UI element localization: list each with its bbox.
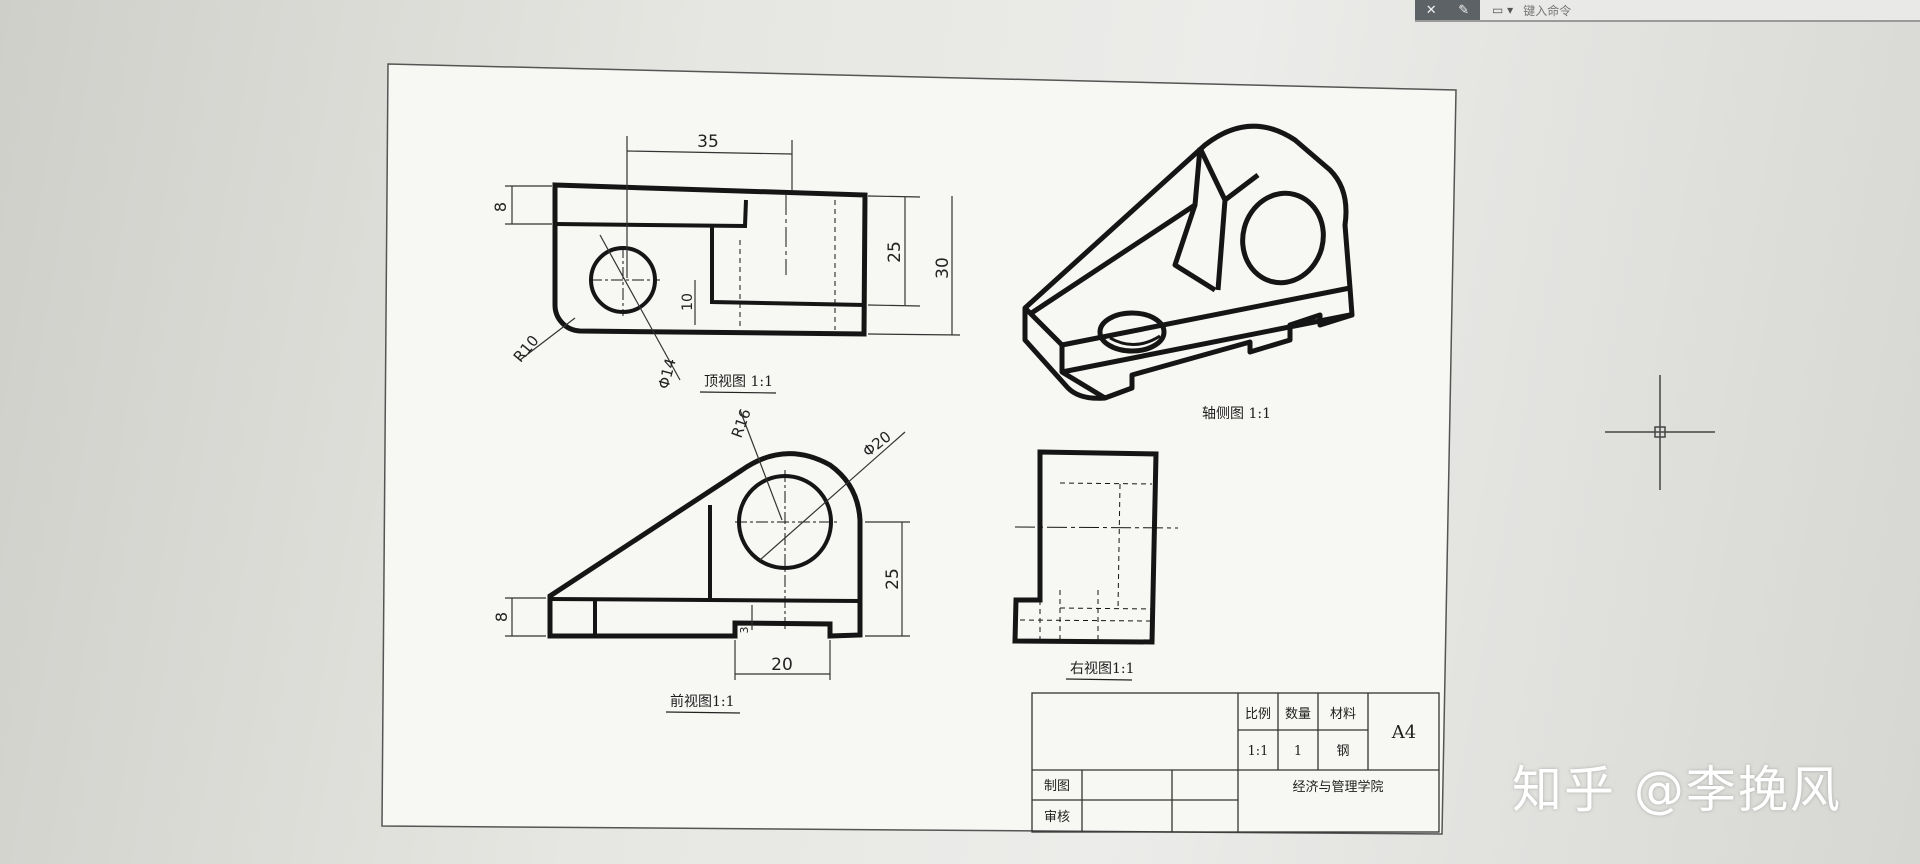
dim-top-10: 10: [680, 293, 696, 311]
iso-boss-top: [1223, 173, 1260, 202]
command-prompt-icon: ▭ ▾: [1492, 3, 1514, 17]
dim-front-8: 8: [492, 612, 511, 622]
right-view: [1012, 449, 1179, 645]
iso-base-side-edge: [1061, 312, 1351, 375]
tb-qty-value: 1: [1294, 744, 1302, 759]
top-view-step: [554, 199, 748, 229]
label-top-view: 顶视图 1:1: [704, 374, 773, 390]
tb-sheet-size: A4: [1391, 722, 1416, 743]
iso-rib-face: [1172, 204, 1217, 293]
right-hidden-bottom: [1059, 607, 1153, 610]
label-iso-view: 轴侧图 1:1: [1202, 406, 1271, 422]
tb-material-value: 钢: [1336, 744, 1349, 759]
watermark: 知乎 @李挽风: [1512, 761, 1842, 819]
close-icon[interactable]: ✕: [1425, 2, 1437, 18]
tb-drawn-by: 制图: [1044, 779, 1070, 794]
command-toolbar: ✕ ✎ ▭ ▾ 键入命令: [1415, 0, 1920, 22]
iso-base-hole-depth: [1109, 334, 1161, 346]
top-view-dimensions: [505, 136, 961, 381]
top-view-slot: [710, 226, 866, 307]
label-front-underline: [665, 711, 741, 714]
label-right-view: 右视图1:1: [1070, 661, 1135, 677]
iso-base-hole: [1097, 310, 1167, 354]
dim-top-30: 30: [933, 257, 953, 279]
wrench-icon[interactable]: ✎: [1458, 2, 1470, 18]
tb-checked-by: 审核: [1044, 810, 1070, 825]
tb-scale-value: 1:1: [1248, 744, 1269, 759]
iso-outline: [1022, 123, 1355, 401]
dim-front-20: 20: [771, 655, 793, 675]
top-view-dimension-text: 35 8 25 30 10 R10 Φ14: [491, 132, 953, 391]
dim-top-8: 8: [491, 202, 510, 212]
tb-material-header: 材料: [1330, 707, 1356, 722]
dim-top-25: 25: [885, 241, 905, 263]
dim-front-25: 25: [883, 568, 903, 590]
toolbar-icon-group: ✕ ✎: [1415, 0, 1480, 20]
dim-top-35: 35: [697, 132, 719, 152]
right-center-h: [1014, 526, 1179, 529]
command-input[interactable]: 键入命令: [1523, 3, 1572, 18]
tb-scale-header: 比例: [1245, 707, 1271, 722]
dim-front-3: 3: [738, 627, 751, 634]
label-front-view: 前视图1:1: [670, 693, 735, 710]
front-outline: [547, 451, 863, 639]
front-base-top: [549, 597, 861, 603]
front-view: [547, 451, 863, 639]
label-right-underline: [1065, 678, 1133, 681]
title-block: [1031, 692, 1440, 833]
right-hidden-top: [1059, 482, 1153, 485]
front-view-dimensions: [505, 409, 910, 680]
crosshair-cursor-icon: [1605, 375, 1715, 490]
isometric-view: [1022, 123, 1355, 401]
tb-institution: 经济与管理学院: [1292, 779, 1383, 795]
drawing-border: [381, 63, 1457, 835]
label-top-underline: [699, 391, 777, 394]
tb-qty-header: 数量: [1285, 707, 1311, 722]
iso-boss-hole: [1240, 190, 1326, 286]
right-hidden-right: [1117, 483, 1121, 610]
title-block-text: 比例 数量 材料 1:1 1 钢 A4 制图 审核 经济与管理学院: [1044, 707, 1416, 825]
